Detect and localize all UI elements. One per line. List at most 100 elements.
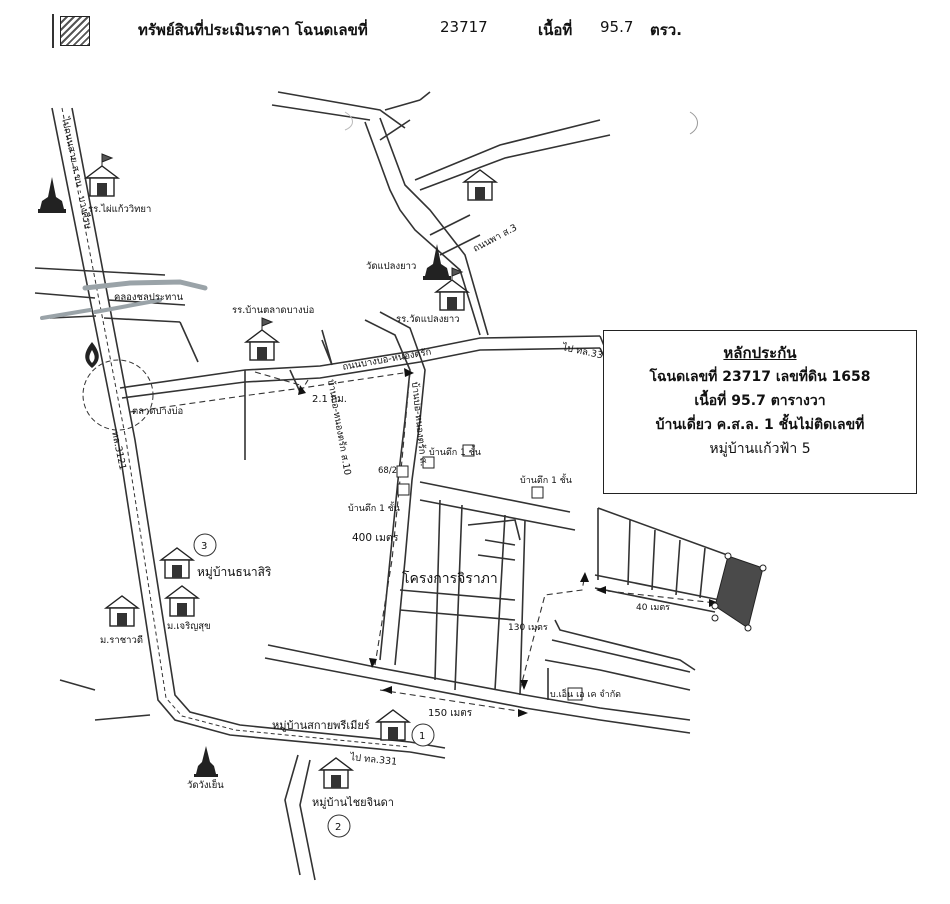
- southwest-roads: [59, 679, 151, 721]
- corner-marker: [724, 552, 732, 560]
- south-ew-road-bottom: [264, 657, 691, 734]
- arrow-left-icon-2: [596, 586, 606, 594]
- label-village-charoensuk: ม.เจริญสุข: [167, 621, 211, 632]
- label-project-chiraphat: โครงการจิราภา: [402, 570, 498, 587]
- east-mid-road: [551, 619, 696, 673]
- scan-mark: [689, 111, 698, 135]
- small-buildings: [396, 444, 583, 701]
- building-square: [567, 687, 583, 701]
- arrow-icon-21km: [298, 385, 306, 395]
- building-square: [396, 465, 409, 478]
- hatched-square-icon: [60, 16, 90, 46]
- map-labels: ไปถนนสาย ส.ขน - บางศีรษ ทล.3121 ไป ทล.33…: [59, 115, 670, 833]
- arrow-down-icon: [369, 658, 377, 668]
- collateral-info-box: หลักประกัน โฉนดเลขที่ 23717 เลขที่ดิน 16…: [603, 330, 917, 494]
- ne-road-east: [379, 117, 489, 336]
- marker-number-1: 1: [419, 731, 425, 742]
- canal-line: [82, 279, 208, 291]
- route-market-to-road: [129, 371, 411, 413]
- house-icon: [317, 757, 355, 789]
- house-icon: [461, 169, 499, 201]
- label-distance-130m: 130 เมตร: [508, 623, 548, 633]
- label-school-bangbo: รร.บ้านตลาดบางบ่อ: [232, 305, 314, 316]
- project-internal-roads: [434, 499, 526, 696]
- label-distance-21km: 2.1 กม.: [312, 394, 347, 405]
- route-vertical: [374, 371, 411, 666]
- ne-small-roads: [429, 214, 481, 256]
- label-company: บ.เอ็น เอ เค จำกัด: [550, 687, 621, 700]
- marker-number-3: 3: [201, 541, 207, 552]
- label-school-phaikaew: รร.ไผ่แก้ววิทยา: [88, 203, 151, 215]
- north-stubs: [379, 91, 431, 141]
- east-subdivision-lots: [627, 519, 706, 599]
- road-label-to-331-south: ไป ทล.331: [349, 751, 398, 768]
- building-square: [462, 444, 475, 457]
- marker-circle-3: [193, 533, 217, 557]
- main-road-centerline: [61, 107, 411, 748]
- house-icon: [433, 267, 471, 311]
- main-road-outer: [51, 107, 411, 753]
- canal-line-lower: [40, 298, 162, 320]
- north-road: [271, 91, 406, 129]
- scan-mark: [344, 111, 353, 131]
- east-subdivision-outline: [597, 507, 731, 580]
- label-market-bangbo: ตลาดบางบ่อ: [132, 406, 183, 417]
- house-icon: [374, 709, 412, 741]
- corner-marker: [711, 602, 719, 610]
- vertical-road-b: [379, 311, 426, 666]
- header-area-value: 95.7: [600, 18, 634, 36]
- label-distance-400m: 400 เมตร: [352, 532, 399, 544]
- road-label-3121: ทล.3121: [109, 430, 128, 471]
- bangbo-road-bottom: [121, 347, 601, 399]
- house-icon: [163, 585, 201, 617]
- header-title: ทรัพย์สินที่ประเมินราคา โฉนดเลขที่: [138, 21, 368, 39]
- project-top-road: [419, 481, 576, 531]
- arrow-left-icon: [382, 686, 392, 694]
- route-150m: [379, 689, 526, 713]
- temple-icon: [194, 746, 218, 777]
- building-square: [422, 456, 435, 469]
- corner-marker: [744, 624, 752, 632]
- road-label-bangbo: ถนนบางบ่อ-หนองตรัก: [342, 346, 433, 373]
- house-icons: [83, 153, 499, 789]
- east-lower-road: [544, 659, 691, 700]
- label-distance-40m: 40 เมตร: [636, 603, 670, 613]
- subject-property-parcel: [714, 555, 764, 629]
- label-building-a: บ้านตึก 1 ชั้น: [429, 445, 481, 458]
- label-building-c: บ้านตึก 1 ชั้น: [348, 501, 400, 514]
- route-arrows: [298, 368, 719, 717]
- header-deed-number: 23717: [440, 18, 488, 36]
- label-house-682: 68/2: [378, 466, 397, 476]
- east-access-road: [594, 574, 721, 613]
- label-building-b: บ้านตึก 1 ชั้น: [520, 473, 572, 486]
- label-village-rachawadee: ม.ราชาวดี: [100, 634, 143, 646]
- collateral-area-line: เนื้อที่ 95.7 ตารางวา: [694, 393, 826, 409]
- road-label-ne: ถนนพา ส.3: [471, 222, 519, 254]
- ne-road-west: [364, 121, 481, 336]
- label-school-plaengyao: รร.วัดแปลงยาว: [396, 314, 460, 325]
- corner-marker: [759, 564, 767, 572]
- temple-icon: [38, 177, 66, 213]
- house-icon: [158, 547, 196, 579]
- ne-branch-road: [414, 119, 611, 191]
- label-wat-wangyen: วัดวังเย็น: [187, 778, 224, 791]
- bangbo-road-top: [119, 335, 601, 389]
- header-divider: [52, 14, 54, 48]
- collateral-type-line: บ้านเดี่ยว ค.ส.ล. 1 ชั้นไม่ติดเลขที่: [655, 417, 865, 433]
- collateral-deed-line: โฉนดเลขที่ 23717 เลขที่ดิน 1658: [649, 369, 871, 385]
- landmark-flame-icon: [85, 342, 99, 368]
- label-village-thanasiri: หมู่บ้านธนาสิริ: [197, 565, 272, 580]
- arrow-right-icon-2: [518, 709, 528, 717]
- header: ทรัพย์สินที่ประเมินราคา โฉนดเลขที่ 23717…: [0, 0, 950, 60]
- route-130m: [519, 574, 586, 691]
- label-village-chaijinda: หมู่บ้านไชยจินดา: [312, 796, 394, 809]
- label-wat-plaengyao: วัดแปลงยาว: [366, 261, 416, 272]
- building-square: [397, 483, 410, 496]
- main-road-inner: [71, 107, 411, 743]
- label-distance-150m: 150 เมตร: [428, 708, 473, 719]
- collateral-village-line: หมู่บ้านแก้วฟ้า 5: [709, 441, 811, 457]
- house-icon: [243, 317, 281, 361]
- vertical-road-a: [364, 319, 411, 661]
- market-area-circle: [82, 359, 154, 431]
- header-area-unit: ตรว.: [650, 21, 682, 39]
